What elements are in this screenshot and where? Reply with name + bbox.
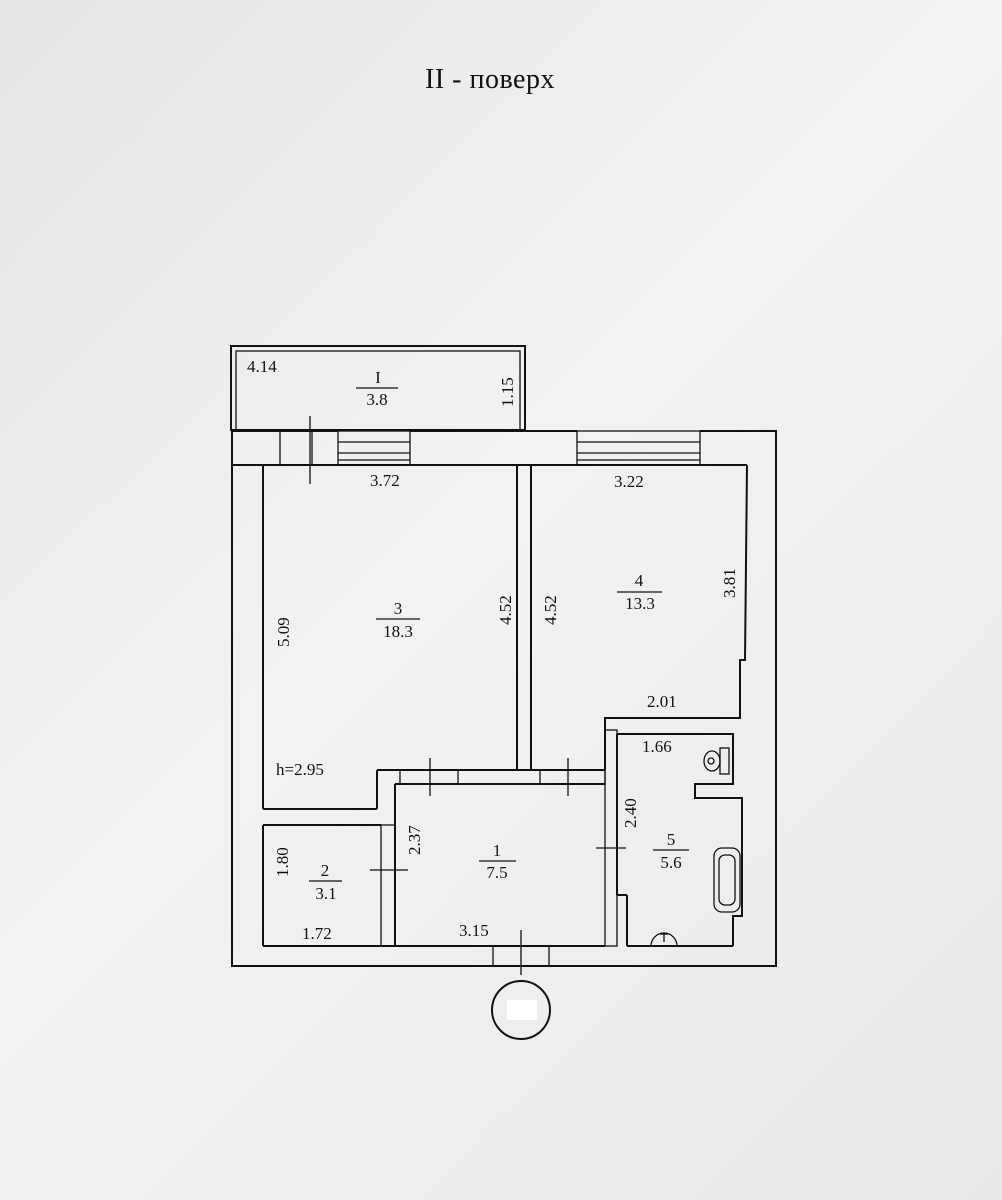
dim-room4-height: 3.81 [720,568,739,598]
room-label-balcony: I 3.8 [356,368,398,409]
room-area: 3.1 [315,884,336,903]
dim-room4-partition: 4.52 [541,595,560,625]
room-number: 2 [321,861,330,880]
room-number: 4 [635,571,644,590]
window-right [576,430,701,466]
room-number: 5 [667,830,676,849]
floor-title: II - поверх [425,64,555,95]
stair-marker [491,980,551,1040]
partition-3-4 [516,464,532,771]
room-label-1: 1 7.5 [479,841,516,882]
balcony-door [279,416,313,484]
dim-room1-height: 2.37 [405,825,424,855]
dim-bath-width: 1.66 [642,737,672,756]
dim-room2-width: 1.72 [302,924,332,943]
room-4-walls [604,464,748,770]
bathtub-icon [713,847,741,913]
sink-icon [650,932,678,947]
room-5-walls [616,733,743,947]
room-number: 3 [394,599,403,618]
room-label-4: 4 13.3 [617,571,662,613]
room-number: I [375,368,381,387]
dim-room3-partition: 4.52 [496,595,515,625]
room-number: 1 [493,841,502,860]
room-label-5: 5 5.6 [653,830,689,872]
hall-door-frames [399,758,606,796]
toilet-icon [703,747,730,775]
dim-room4-bottom: 2.01 [647,692,677,711]
room-label-3: 3 18.3 [376,599,420,641]
window-left [337,430,411,466]
room-area: 7.5 [486,863,507,882]
balcony [230,345,526,431]
dim-bath-height: 2.40 [621,798,640,828]
dim-room4-width: 3.22 [614,472,644,491]
dim-room3-width: 3.72 [370,471,400,490]
dim-balcony-depth: 1.15 [498,377,517,407]
room-area: 18.3 [383,622,413,641]
dim-room2-height: 1.80 [273,847,292,877]
room-label-2: 2 3.1 [309,861,342,903]
dim-room1-width: 3.15 [459,921,489,940]
room-3-walls [262,465,605,810]
room-area: 13.3 [625,594,655,613]
dim-room3-height: 5.09 [274,617,293,647]
ceiling-height-label: h=2.95 [276,760,324,779]
dim-balcony-width: 4.14 [247,357,277,376]
room-area: 3.8 [366,390,387,409]
outer-walls [231,430,777,967]
room-area: 5.6 [660,853,681,872]
entrance-door [492,930,550,975]
